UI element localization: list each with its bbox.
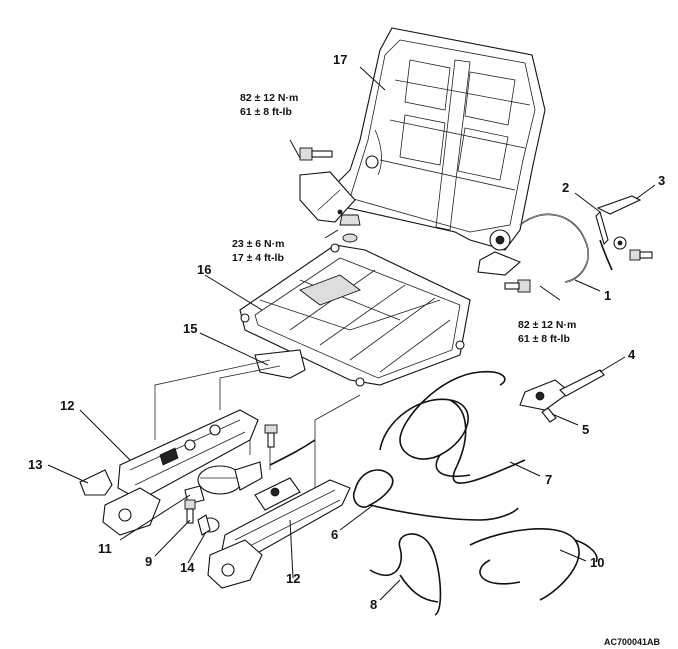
callout-1: 1: [604, 288, 611, 303]
adjuster-motor: [184, 461, 263, 505]
figure-code: AC700041AB: [604, 637, 661, 647]
callout-4: 4: [628, 347, 636, 362]
seatback-frame: [299, 27, 546, 276]
callout-13: 13: [28, 457, 42, 472]
seatback-bolt-right: [504, 279, 531, 293]
torque-imperial: 61 ± 8 ft-lb: [240, 106, 292, 118]
callout-12-left: 12: [60, 398, 74, 413]
callout-2: 2: [562, 180, 569, 195]
cushion-mount-nut: [339, 214, 361, 243]
cable-8: [369, 533, 442, 616]
adjuster-bolt: [184, 499, 196, 524]
recliner-lever-assembly: [519, 195, 653, 283]
callout-8: 8: [370, 597, 377, 612]
callout-7: 7: [545, 472, 552, 487]
cable-6: [352, 469, 519, 521]
callout-12-right: 12: [286, 571, 300, 586]
torque-metric: 82 ± 12 N·m: [240, 92, 298, 104]
torque-metric: 82 ± 12 N·m: [518, 319, 576, 331]
cable-10: [469, 528, 598, 601]
callout-17: 17: [333, 52, 347, 67]
callout-9: 9: [145, 554, 152, 569]
cable-7: [379, 370, 526, 484]
callout-numbers: 17 2 3 1 4 5 7 6 10 8 16 15 12 13 11 9 1…: [28, 52, 665, 612]
callout-16: 16: [197, 262, 211, 277]
seat-adjuster-right: [207, 424, 351, 589]
seat-adjuster-left: [102, 409, 259, 536]
torque-imperial: 17 ± 4 ft-lb: [232, 252, 284, 264]
adjuster-wire: [269, 439, 316, 466]
rail-cover: [79, 469, 113, 496]
callout-10: 10: [590, 555, 604, 570]
callout-14: 14: [180, 560, 195, 575]
cushion-bracket: [254, 349, 306, 379]
seat-switch: [519, 369, 605, 423]
callout-15: 15: [183, 321, 197, 336]
callout-3: 3: [658, 173, 665, 188]
torque-spec-cushion-nut: 23 ± 6 N·m 17 ± 4 ft-lb: [232, 238, 284, 264]
torque-imperial: 61 ± 8 ft-lb: [518, 333, 570, 345]
callout-5: 5: [582, 422, 589, 437]
callout-6: 6: [331, 527, 338, 542]
leader-lines: [47, 66, 656, 601]
callout-11: 11: [98, 541, 112, 556]
adjuster-bushing: [197, 514, 220, 536]
torque-spec-seatback-left: 82 ± 12 N·m 61 ± 8 ft-lb: [240, 92, 298, 118]
seatback-bolt-left: [299, 147, 333, 161]
torque-spec-seatback-right: 82 ± 12 N·m 61 ± 8 ft-lb: [518, 319, 576, 345]
torque-metric: 23 ± 6 N·m: [232, 238, 284, 250]
